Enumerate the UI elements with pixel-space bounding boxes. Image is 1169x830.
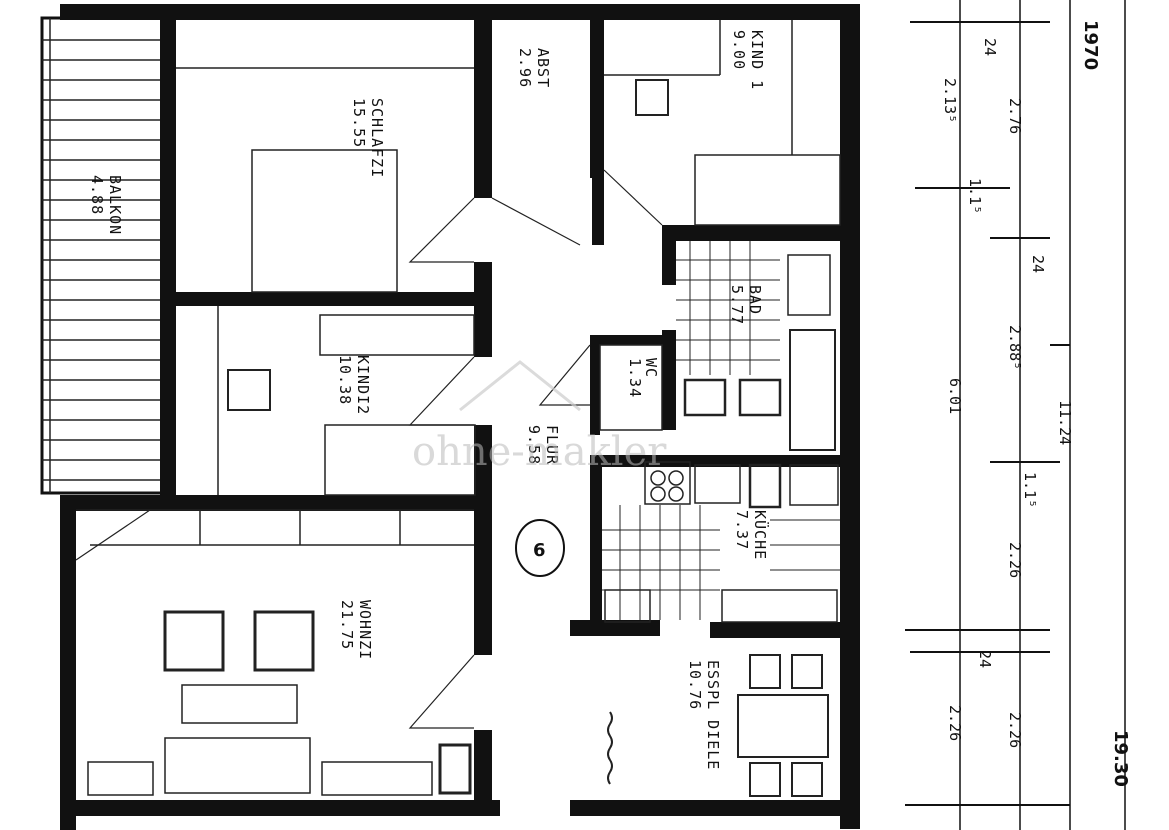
room-area-schlafzi: 15.55 [350,98,368,148]
room-area-kind1: 9.00 [730,30,748,70]
room-name-esspl: ESSPL DIELE [704,660,722,770]
unit-marker-number: 6 [533,540,546,561]
room-name-kindi2: KINDI2 [354,355,372,415]
inner-walls [176,18,845,816]
dim-1-1-b: 1.1⁵ [1021,472,1039,508]
room-area-bad: 5.77 [728,285,746,325]
room-area-wc: 1.34 [626,358,644,398]
room-name-abst: ABST [534,48,552,88]
room-name-kind1: KIND 1 [748,30,766,90]
room-area-kindi2: 10.38 [336,355,354,405]
balcony [40,16,164,495]
dim-6-01: 6.01 [946,378,964,414]
dim-2-13: 2.13⁵ [941,78,959,123]
dim-24-b: 24 [1029,255,1047,273]
dimension-labels: 1970 24 2.13⁵ 2.76 1.1⁵ 24 2.88⁵ 6.01 11… [941,20,1131,787]
dim-1-1-a: 1.1⁵ [966,178,984,214]
room-area-balkon: 4.88 [88,175,106,215]
watermark-text: ohne-makler [412,429,667,475]
dimension-lines [905,0,1126,830]
dim-2-88: 2.88⁵ [1006,325,1024,370]
dim-11-24: 11.24 [1056,400,1074,445]
unit-marker: 6 [515,519,565,577]
room-area-kuche: 7.37 [733,510,751,550]
year-label: 1970 [1080,20,1101,70]
furniture [87,20,841,797]
dim-2-26-b: 2.26 [1006,712,1024,748]
dim-2-26-c: 2.26 [946,705,964,741]
dim-24-a: 24 [981,38,999,56]
room-area-wohnzi: 21.75 [338,600,356,650]
room-name-kuche: KÜCHE [751,510,770,560]
room-name-balkon: BALKON [106,175,124,235]
dim-2-76: 2.76 [1006,98,1024,134]
room-name-wohnzi: WOHNZI [356,600,374,660]
room-name-flur: FLUR [543,425,561,465]
room-name-schlafzi: SCHLAFZI [368,98,386,178]
room-labels: ABST 2.96 KIND 1 9.00 SCHLAFZI 15.55 BAL… [88,30,770,770]
room-name-wc: WC [642,358,660,378]
room-area-flur: 9.58 [525,425,543,465]
dim-24-c: 24 [976,650,994,668]
watermark: ohne-makler [412,360,667,475]
dim-2-26-a: 2.26 [1006,542,1024,578]
room-area-abst: 2.96 [516,48,534,88]
room-area-esspl: 10.76 [686,660,704,710]
outer-walls [60,4,860,830]
dim-19-30: 19.30 [1110,730,1131,787]
room-name-bad: BAD [746,285,764,315]
